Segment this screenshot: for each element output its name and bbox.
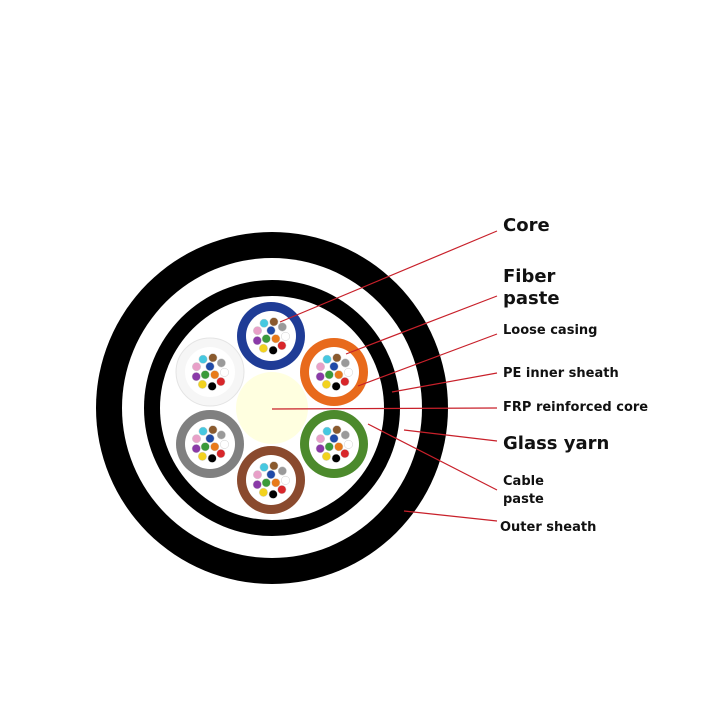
optical-fiber	[268, 345, 278, 355]
optical-fiber	[340, 430, 350, 440]
optical-fiber	[321, 379, 331, 389]
leader-pe-inner-sheath	[391, 372, 498, 393]
optical-fiber	[216, 430, 226, 440]
leader-cable-paste	[367, 423, 498, 491]
optical-fiber	[220, 439, 229, 449]
loose-tube-gray	[176, 410, 244, 478]
label-core: Core	[503, 215, 550, 236]
leader-glass-yarn	[403, 429, 498, 442]
label-outer-sheath: Outer sheath	[500, 520, 596, 535]
optical-fiber	[271, 478, 281, 488]
optical-fiber	[200, 370, 210, 380]
optical-fiber	[197, 451, 207, 461]
optical-fiber	[259, 462, 269, 472]
optical-fiber	[253, 470, 262, 480]
optical-fiber	[331, 381, 341, 391]
loose-tube-brown	[237, 446, 305, 514]
optical-fiber	[220, 367, 229, 377]
optical-fiber	[277, 466, 287, 476]
loose-tube-green	[300, 410, 368, 478]
optical-fiber	[198, 354, 208, 364]
frp-reinforced-core	[236, 372, 308, 444]
label-fiber-paste-line1: Fiber	[503, 266, 556, 287]
optical-fiber	[340, 449, 350, 459]
optical-fiber	[329, 434, 339, 443]
optical-fiber	[266, 470, 276, 479]
optical-fiber	[332, 353, 342, 363]
label-fiber-paste-line2: paste	[503, 288, 560, 309]
optical-fiber	[268, 489, 278, 499]
label-pe-inner-sheath: PE inner sheath	[503, 366, 619, 381]
optical-fiber	[322, 426, 332, 436]
optical-fiber	[261, 478, 271, 488]
optical-fiber	[334, 370, 344, 380]
optical-fiber	[321, 451, 331, 461]
optical-fiber	[252, 480, 262, 490]
optical-fiber	[329, 362, 339, 371]
optical-fiber	[197, 379, 207, 389]
optical-fiber	[269, 317, 279, 327]
optical-fiber	[205, 362, 215, 371]
label-frp-reinforced-core: FRP reinforced core	[503, 400, 648, 415]
optical-fiber	[258, 343, 268, 353]
optical-fiber	[216, 449, 226, 459]
optical-fiber	[322, 354, 332, 364]
label-loose-casing: Loose casing	[503, 323, 597, 338]
optical-fiber	[316, 362, 325, 372]
leader-outer-sheath	[403, 510, 498, 522]
optical-fiber	[266, 326, 276, 335]
optical-fiber	[277, 341, 287, 351]
label-glass-yarn: Glass yarn	[503, 433, 609, 454]
optical-fiber	[281, 331, 290, 341]
optical-fiber	[344, 439, 353, 449]
leader-core	[279, 230, 498, 323]
optical-fiber	[315, 372, 325, 382]
loose-tube-white	[175, 337, 245, 407]
optical-fiber	[261, 334, 271, 344]
optical-fiber	[253, 326, 262, 336]
loose-tube-blue	[237, 302, 305, 370]
optical-fiber	[324, 370, 334, 380]
label-cable-paste-line1: Cable	[503, 474, 544, 489]
optical-fiber	[315, 444, 325, 454]
optical-fiber	[191, 372, 201, 382]
optical-fiber	[192, 362, 201, 372]
optical-fiber	[331, 453, 341, 463]
optical-fiber	[252, 336, 262, 346]
optical-fiber	[340, 358, 350, 368]
optical-fiber	[191, 444, 201, 454]
optical-fiber	[216, 377, 226, 387]
optical-fiber	[192, 434, 201, 444]
optical-fiber	[334, 442, 344, 452]
optical-fiber	[208, 353, 218, 363]
optical-fiber	[208, 425, 218, 435]
optical-fiber	[205, 434, 215, 443]
optical-fiber	[277, 322, 287, 332]
optical-fiber	[200, 442, 210, 452]
leader-frp-core	[271, 407, 498, 410]
optical-fiber	[324, 442, 334, 452]
optical-fiber	[210, 370, 220, 380]
optical-fiber	[277, 485, 287, 495]
optical-fiber	[216, 358, 226, 368]
optical-fiber	[271, 334, 281, 344]
optical-fiber	[340, 377, 350, 387]
optical-fiber	[207, 381, 217, 391]
optical-fiber	[269, 461, 279, 471]
optical-fiber	[207, 453, 217, 463]
optical-fiber	[281, 475, 290, 485]
optical-fiber	[258, 487, 268, 497]
optical-fiber	[316, 434, 325, 444]
optical-fiber	[332, 425, 342, 435]
leader-loose-casing	[357, 333, 498, 387]
optical-fiber	[198, 426, 208, 436]
optical-fiber	[259, 318, 269, 328]
loose-tube-orange	[300, 338, 368, 406]
leader-fiber-paste	[345, 295, 498, 355]
optical-fiber	[210, 442, 220, 452]
optical-fiber	[344, 367, 353, 377]
label-cable-paste-line2: paste	[503, 492, 544, 507]
